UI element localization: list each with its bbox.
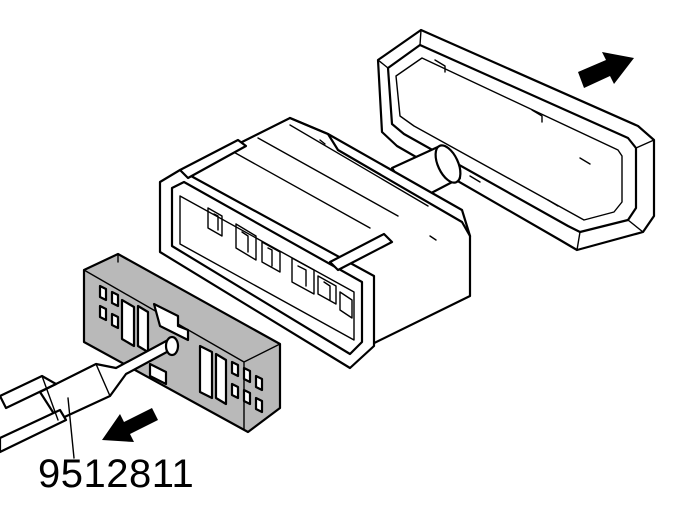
arrow-down-left-icon bbox=[102, 408, 158, 442]
callout-leader-line bbox=[67, 397, 75, 459]
arrow-up-right-icon bbox=[578, 52, 634, 88]
part-number-label: 9512811 bbox=[38, 452, 195, 496]
terminal-block bbox=[82, 252, 282, 434]
rear-cover bbox=[376, 28, 656, 252]
extraction-tool bbox=[0, 335, 180, 454]
connector-housing bbox=[158, 116, 472, 370]
